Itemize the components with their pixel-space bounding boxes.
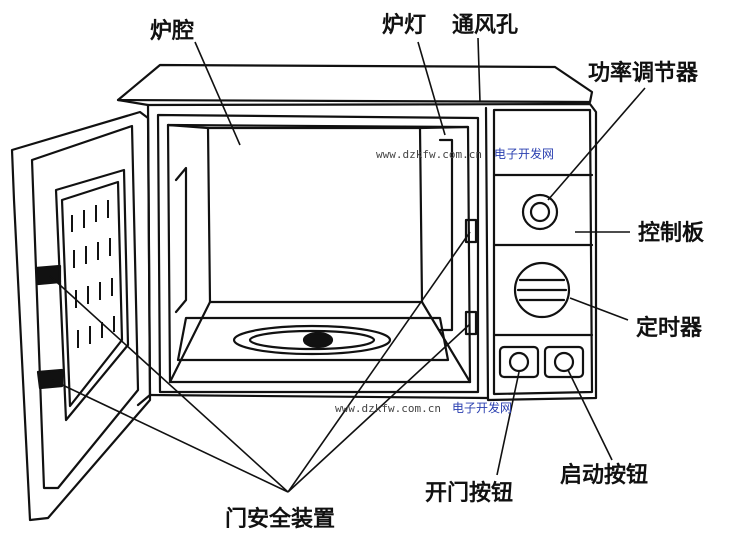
power-knob — [521, 193, 559, 231]
door-button-frame — [498, 345, 540, 379]
label-start-button: 启动按钮 — [560, 462, 648, 488]
door-outer — [10, 110, 152, 522]
watermark-site-1: 电子开发网 — [494, 146, 554, 161]
control-panel-frame — [492, 108, 594, 396]
watermark-url-2: www.dzkfw.com.cn — [335, 402, 441, 415]
label-cavity: 炉腔 — [150, 18, 194, 44]
label-timer: 定时器 — [636, 315, 703, 341]
timer-knob — [513, 261, 571, 319]
turntable-tray — [176, 316, 450, 362]
start-button-frame — [543, 345, 585, 379]
watermark-site-2: 电子开发网 — [452, 400, 512, 415]
door-window — [54, 168, 130, 422]
leader-lines — [49, 37, 646, 493]
door-open-button — [508, 351, 530, 373]
label-door-open-button: 开门按钮 — [425, 480, 513, 506]
label-lamp: 炉灯 — [382, 13, 426, 38]
label-control-panel: 控制板 — [638, 220, 705, 246]
label-power-regulator: 功率调节器 — [588, 60, 699, 86]
latch-slot-lower — [464, 310, 478, 336]
label-door-safety: 门安全装置 — [225, 506, 335, 532]
start-button — [553, 351, 575, 373]
label-vent: 通风孔 — [452, 13, 518, 38]
door-window-mesh — [71, 200, 115, 348]
latch-slot-upper — [464, 218, 478, 244]
cavity-frame — [156, 113, 480, 394]
door-inner — [30, 124, 140, 490]
microwave-body — [10, 63, 598, 522]
watermark-url-1: www.dzkfw.com.cn — [376, 148, 482, 161]
